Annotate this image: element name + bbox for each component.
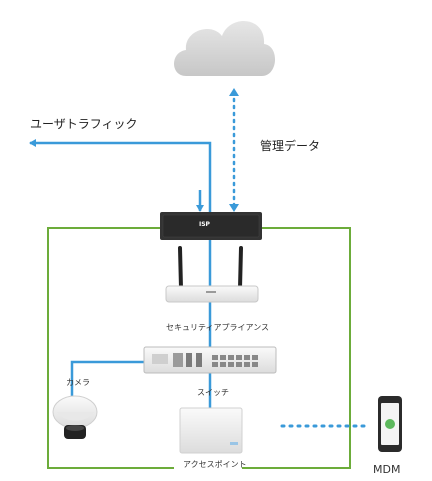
isp-label: ISP	[199, 221, 210, 228]
management-data-label: 管理データ	[260, 139, 321, 153]
management-data-link	[229, 88, 239, 212]
isp-box	[160, 212, 262, 240]
mdm-label: MDM	[373, 463, 401, 476]
switch-label: スイッチ	[197, 388, 229, 397]
phone-icon	[378, 396, 402, 452]
access-point-label: アクセスポイント	[183, 460, 247, 469]
security-appliance-icon	[143, 346, 277, 374]
device-links	[70, 240, 368, 428]
user-traffic-link	[29, 139, 212, 212]
security-appliance-label: セキュリティアプライアンス	[166, 323, 270, 332]
router-icon	[165, 246, 259, 303]
camera-label: カメラ	[66, 378, 90, 387]
network-boundary	[47, 227, 351, 469]
user-traffic-label: ユーザトラフィック	[30, 117, 138, 131]
cloud-icon	[174, 21, 276, 76]
access-point-icon	[179, 407, 243, 454]
camera-icon	[52, 395, 98, 439]
